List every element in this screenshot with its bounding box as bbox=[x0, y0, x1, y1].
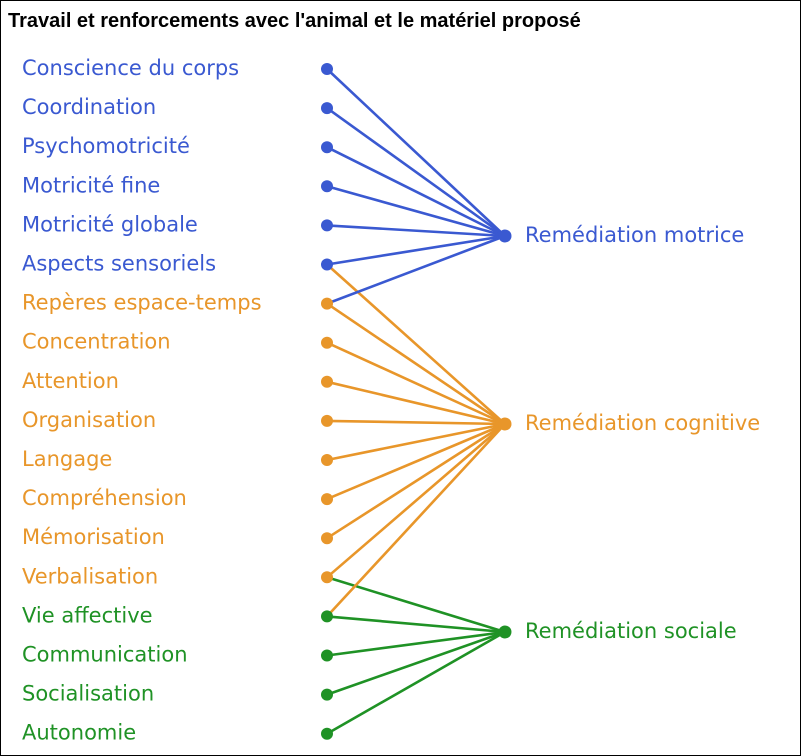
item-label: Coordination bbox=[22, 95, 156, 119]
item-dot bbox=[321, 102, 333, 115]
target-label: Remédiation sociale bbox=[525, 619, 737, 643]
connector-line bbox=[325, 224, 507, 238]
target-label: Remédiation cognitive bbox=[525, 411, 760, 435]
item-dot bbox=[321, 532, 333, 545]
item-dot bbox=[321, 336, 333, 349]
item-label: Motricité fine bbox=[22, 173, 160, 197]
connector-line bbox=[325, 422, 507, 579]
target-dot bbox=[498, 625, 512, 639]
item-dot bbox=[321, 571, 333, 584]
item-label: Compréhension bbox=[22, 486, 187, 510]
target-label: Remédiation motrice bbox=[525, 223, 744, 247]
item-dot bbox=[321, 219, 333, 232]
item-label: Aspects sensoriels bbox=[22, 252, 216, 276]
connector-line bbox=[325, 341, 507, 426]
item-label: Motricité globale bbox=[22, 212, 198, 236]
connector-line bbox=[325, 302, 507, 426]
connector-line bbox=[325, 615, 507, 634]
item-label: Langage bbox=[22, 447, 112, 471]
connector-line bbox=[325, 234, 507, 305]
item-dot bbox=[321, 375, 333, 388]
item-label: Attention bbox=[22, 369, 119, 393]
target-dot bbox=[498, 417, 512, 431]
item-dot bbox=[321, 414, 333, 427]
item-dot bbox=[321, 297, 333, 310]
item-dot bbox=[321, 63, 333, 75]
item-label: Socialisation bbox=[22, 682, 154, 706]
item-dot bbox=[321, 493, 333, 506]
connector-line bbox=[325, 106, 507, 238]
item-label: Mémorisation bbox=[22, 525, 165, 549]
connector-line bbox=[325, 67, 507, 238]
item-label: Conscience du corps bbox=[22, 56, 239, 80]
item-label: Concentration bbox=[22, 330, 171, 354]
item-dot bbox=[321, 454, 333, 466]
item-label: Communication bbox=[22, 643, 188, 667]
item-label: Autonomie bbox=[22, 721, 136, 745]
item-dot bbox=[321, 610, 333, 623]
connector-line bbox=[325, 575, 507, 634]
item-dot bbox=[321, 688, 333, 701]
diagram-title: Travail et renforcements avec l'animal e… bbox=[8, 10, 581, 32]
item-dot bbox=[321, 727, 333, 740]
item-label: Verbalisation bbox=[22, 564, 158, 588]
item-dot bbox=[321, 141, 333, 154]
connector-line bbox=[325, 263, 507, 426]
connector-line bbox=[325, 422, 507, 462]
item-dot bbox=[321, 258, 333, 271]
connector-line bbox=[325, 630, 507, 696]
item-label: Psychomotricité bbox=[22, 134, 190, 158]
item-label: Organisation bbox=[22, 408, 156, 432]
item-dot bbox=[321, 649, 333, 662]
connector-line bbox=[325, 185, 507, 238]
node-labels: Conscience du corpsCoordinationPsychomot… bbox=[22, 56, 760, 745]
item-label: Vie affective bbox=[22, 603, 153, 627]
connector-line bbox=[325, 380, 507, 426]
connector-line bbox=[325, 419, 507, 426]
connector-line bbox=[325, 422, 507, 540]
connector-line bbox=[325, 630, 507, 736]
item-dot bbox=[321, 180, 333, 193]
connector-lines bbox=[325, 67, 507, 736]
connector-line bbox=[325, 234, 507, 266]
item-label: Repères espace-temps bbox=[22, 291, 262, 315]
connector-line bbox=[325, 422, 507, 618]
connector-line bbox=[325, 630, 507, 657]
connector-line bbox=[325, 145, 507, 238]
target-dot bbox=[498, 229, 512, 243]
node-dots bbox=[321, 63, 512, 740]
connector-line bbox=[325, 422, 507, 501]
